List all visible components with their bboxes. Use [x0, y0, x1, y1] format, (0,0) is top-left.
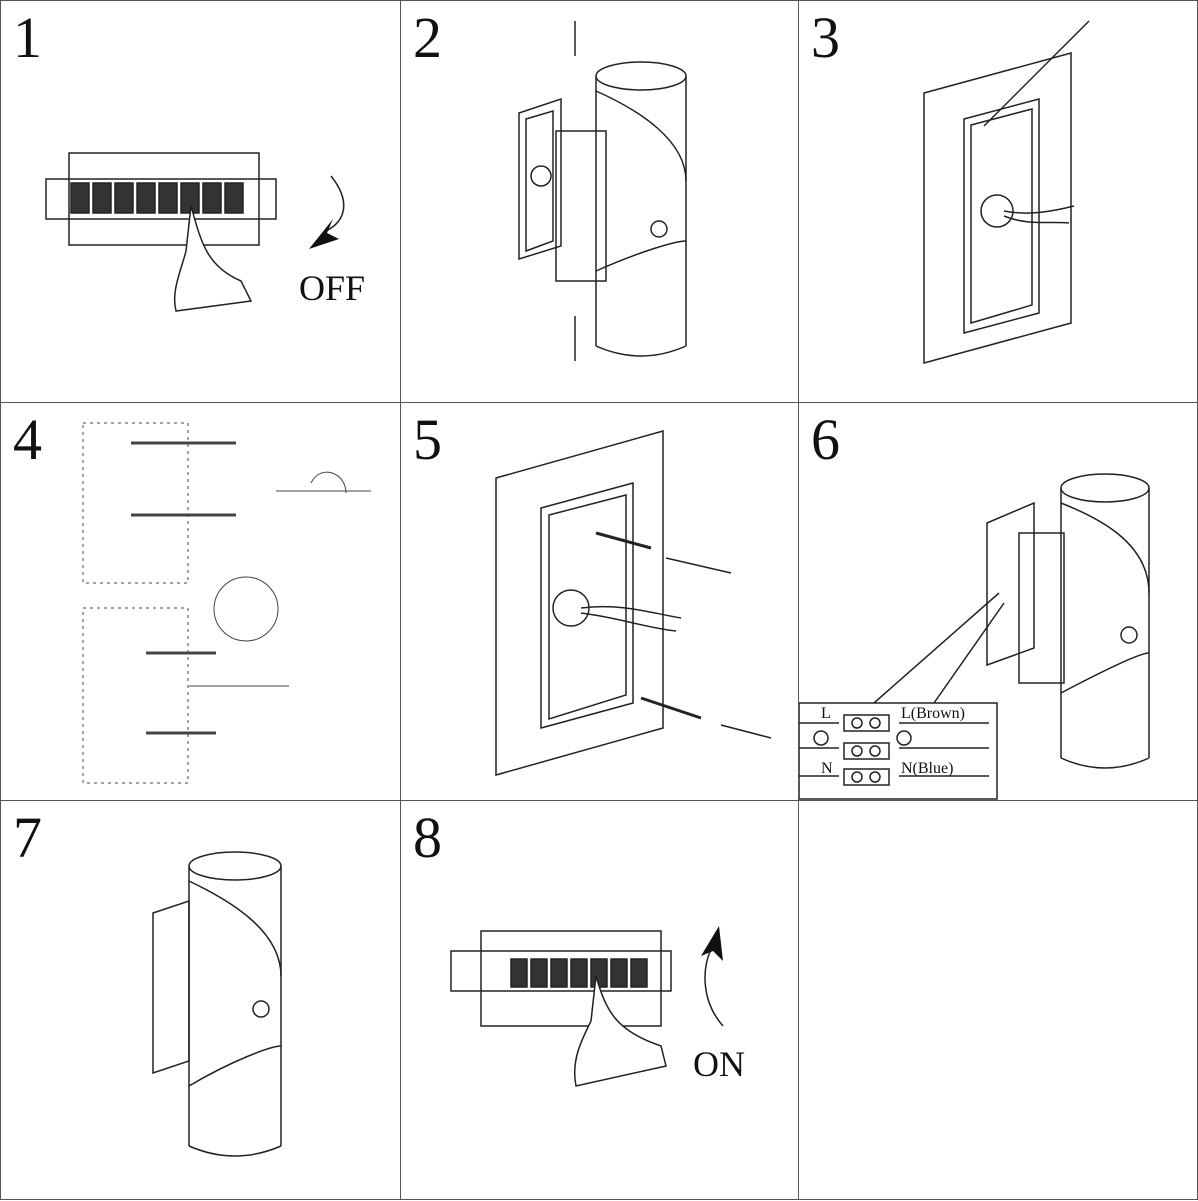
step-1-panel: 1 OFF — [0, 0, 401, 403]
step-4-panel: 4 — [0, 402, 401, 801]
circuit-breaker-off-illustration — [45, 152, 345, 312]
step-number: 1 — [13, 5, 42, 70]
installed-lamp-illustration — [152, 851, 282, 1157]
off-label: OFF — [299, 268, 366, 308]
step-5-panel: 5 — [400, 402, 799, 801]
step-number: 3 — [811, 5, 840, 70]
wire-label-neutral: N — [821, 760, 833, 777]
step-number: 2 — [413, 5, 442, 70]
step-7-panel: 7 — [0, 800, 401, 1200]
empty-panel — [798, 800, 1198, 1200]
wire-label-brown: L(Brown) — [901, 705, 965, 722]
wiring-connection-illustration — [799, 473, 1150, 800]
screw-base-plate-illustration — [495, 430, 772, 776]
step-6-panel: 6 L N L(Brown) N(Blue) — [798, 402, 1198, 801]
on-label: ON — [693, 1044, 745, 1084]
drill-and-plug-illustration — [82, 422, 371, 784]
lamp-mounting-illustration — [518, 21, 687, 361]
wire-label-blue: N(Blue) — [901, 760, 954, 777]
step-3-panel: 3 — [798, 0, 1198, 403]
step-number: 4 — [13, 407, 42, 472]
step-number: 6 — [811, 407, 840, 472]
step-number: 5 — [413, 407, 442, 472]
circuit-breaker-on-illustration — [450, 926, 724, 1087]
step-8-panel: 8 ON — [400, 800, 799, 1200]
wire-label-live: L — [821, 705, 831, 722]
step-number: 7 — [13, 805, 42, 870]
step-2-panel: 2 — [400, 0, 799, 403]
mark-drill-holes-illustration — [923, 20, 1090, 364]
step-number: 8 — [413, 805, 442, 870]
